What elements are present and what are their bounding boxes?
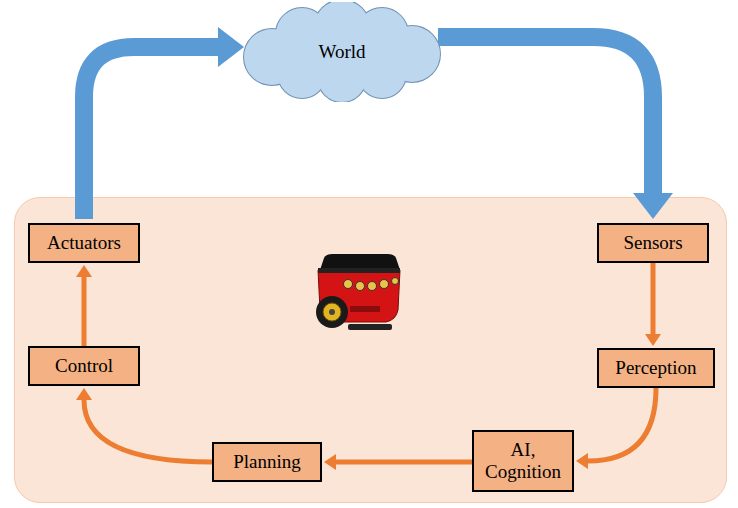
flow-arrow [438,37,673,219]
arrow-head [324,454,336,470]
flow-arrow [84,27,244,219]
arrow-head [218,27,244,67]
robot-illustration [310,248,406,338]
arrow-head [576,453,588,469]
node-label: AI, Cognition [483,439,563,483]
arrow-line [438,37,653,193]
flow-arrow [645,263,661,346]
node-label: Planning [233,451,301,473]
arrow-line [588,388,656,461]
node-label: Sensors [623,232,682,254]
arrow-line [84,47,218,219]
arrow-head [76,388,92,400]
flow-arrow [576,388,656,469]
flow-arrow [76,388,212,462]
world-cloud: World [232,2,452,102]
arrow-line [336,460,472,465]
arrow-head [76,265,92,277]
flow-arrow [324,454,472,470]
arrow-head [633,193,673,219]
flow-arrow [76,265,92,346]
node-label: World [318,41,365,63]
process-box: Sensors [597,223,709,263]
arrow-line [651,263,656,334]
process-box: Planning [212,442,322,482]
process-box: AI, Cognition [472,430,574,492]
arrow-head [645,334,661,346]
process-box: Actuators [28,223,140,263]
node-label: Actuators [47,232,121,254]
process-box: Control [28,346,140,386]
arrow-line [82,277,87,346]
arrow-line [84,400,212,462]
process-box: Perception [597,348,715,388]
node-label: Perception [615,357,696,379]
node-label: Control [55,355,113,377]
